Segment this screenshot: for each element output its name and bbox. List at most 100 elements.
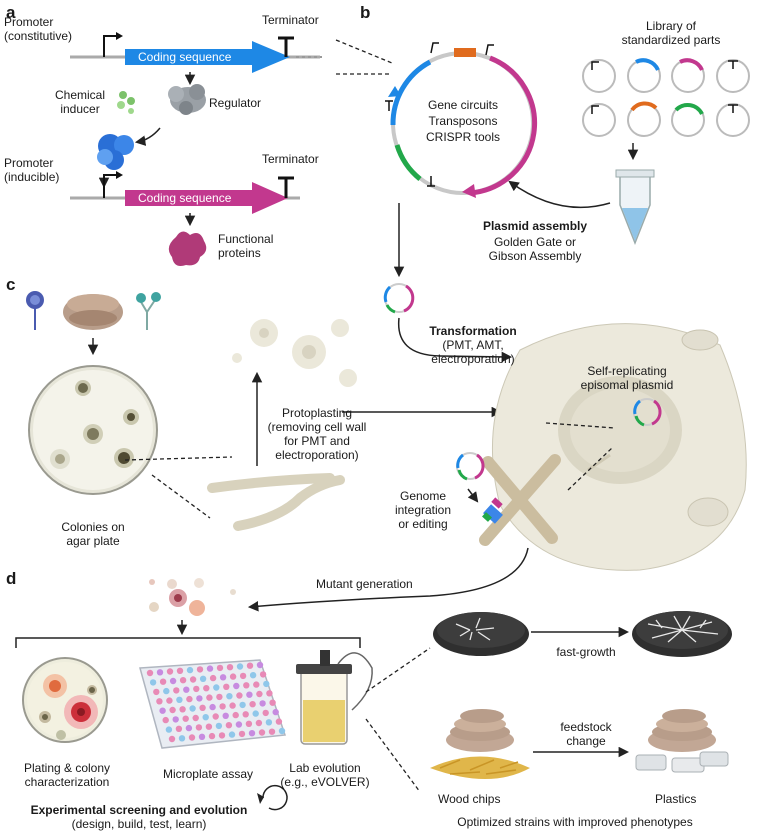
microplate-well [163,687,170,695]
microplate-well [258,729,266,736]
microplate-well [166,668,174,675]
microplate-well [186,666,194,674]
regulator-label: Regulator [209,96,262,110]
parts-library-label: Library of standardized parts [621,19,721,47]
plating-label: Plating & colony characterization [23,761,111,789]
microplate-well [259,671,267,678]
promoter-inducible-label: Promoter (inducible) [4,156,60,184]
microplate-well [219,703,226,710]
microplate-well [173,687,180,694]
microplate-well [172,716,179,723]
microplate-well [193,685,200,693]
tube-icon [615,169,655,246]
microplate-well [246,691,253,698]
microplate-well [168,735,176,743]
mutant-generation-label: Mutant generation [316,577,413,591]
coding-sequence-bottom-label: Coding sequence [138,191,232,205]
microplate-well [229,673,237,680]
microplate-well [269,699,276,706]
parts-library [582,58,750,137]
microplate-well [233,682,240,690]
microplate-well [156,698,163,705]
microplate-well [186,695,193,703]
microplate-well [228,731,236,738]
wood-chips-culture [430,709,530,779]
microplate-well [226,693,233,700]
mutant-spores [149,578,236,616]
agar-plate [28,365,158,495]
screening-title: Experimental screening and evolution [30,803,248,817]
microplate-well [179,677,187,684]
terminator-top-label: Terminator [262,13,319,27]
evolver-vial [296,650,373,745]
protoplasts [232,319,357,387]
microplate-well [156,669,164,676]
microplate-well [199,704,206,711]
microplate-well [236,692,243,699]
microplate-well [225,722,233,729]
microplate-well [266,690,273,697]
microplate-well [263,680,270,688]
integration-plasmid-icon [456,452,485,481]
microplate-well [216,664,224,672]
regulator-icon [168,84,206,115]
microplate-well [198,733,206,740]
microplate-well [223,683,230,690]
microplate-well [252,710,259,717]
microplate-well [162,716,169,724]
colonies-label: Colonies on agar plate [61,520,125,548]
microplate-well [275,718,283,725]
microplate-well [159,678,167,685]
microplate-well [248,730,256,737]
microplate-well [236,663,244,670]
functional-proteins-label: Functional proteins [218,232,274,260]
hyphae-icon [207,473,345,531]
cycle-arrow-icon [257,784,288,811]
petri-dish-1 [433,612,529,656]
microplate-well [245,720,253,727]
transformation-methods-label: (PMT, AMT, electroporation) [431,338,515,366]
functional-protein-icon [168,231,207,266]
microplate-well [249,701,256,708]
plating-dish [22,657,108,743]
activated-regulator-icon [97,134,134,170]
microplate-well [203,685,210,692]
microplate-well [213,684,220,691]
microplate-well [189,676,197,683]
microplate-well [208,732,216,740]
microplate-well [182,715,189,722]
microplate-well [199,675,207,682]
microplate-well [188,734,196,741]
microplate-well [209,674,217,682]
microplate-well [218,732,226,739]
microplate-well [169,677,177,685]
microplate-well [229,702,236,709]
microplate-well [216,693,223,701]
microplate-well [239,701,246,709]
microplate-well [238,730,246,738]
gene-construct-inducible [70,171,300,214]
chemical-inducer-icon [117,91,135,114]
microplate-well [255,719,263,727]
microplate-well [196,695,203,702]
microplate-well [149,679,157,686]
plasmid-contents-label: Gene circuits Transposons CRISPR tools [425,98,501,144]
coding-sequence-top-label: Coding sequence [138,50,232,64]
wood-chips-label: Wood chips [438,792,501,806]
microplate-well [179,706,186,713]
microplate-well [165,726,173,733]
microplate-well [169,706,176,714]
microplate-well [209,703,216,711]
microplate-well [189,705,196,712]
microplate-well [176,667,184,674]
screening-subtitle: (design, build, test, learn) [71,817,207,831]
microplate-well [232,711,239,719]
promoter-constitutive-label: Promoter (constitutive) [4,15,73,43]
microplate-well [242,711,249,718]
petri-dish-2 [632,611,732,657]
protoplasting-label: Protoplasting (removing cell wall for PM… [267,406,367,462]
microplate-well [243,682,250,689]
microplate-well [175,725,183,732]
assembly-methods-label: Golden Gate or Gibson Assembly [488,235,582,263]
